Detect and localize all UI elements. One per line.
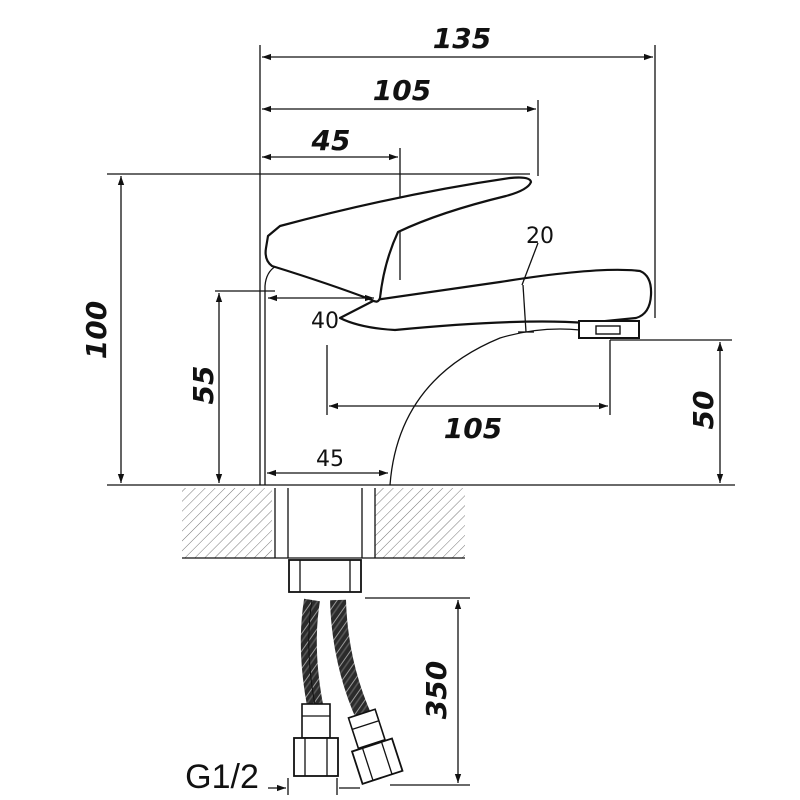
faucet-body [264,176,653,486]
dimension-labels: 135 105 45 100 55 50 105 45 20 40 350 G1… [80,22,720,796]
thread-label: G1/2 [185,758,259,796]
dim-lever-angle: 40 [311,309,339,334]
dim-base-width: 45 [316,447,344,472]
dim-lever-length: 105 [373,74,431,107]
dim-total-height: 100 [80,301,113,359]
counter-section [107,484,735,593]
supply-hoses [293,598,404,785]
extension-lines [107,45,732,786]
dim-spout-thickness: 20 [526,224,554,249]
dim-overall-width: 135 [433,22,491,55]
dimension-lines [117,53,724,795]
dim-hose-length: 350 [420,661,453,719]
dim-spout-reach: 105 [444,412,502,445]
dim-spout-height: 50 [687,391,720,430]
dim-lever-pivot: 45 [311,124,351,157]
dim-base-height: 55 [187,366,220,405]
